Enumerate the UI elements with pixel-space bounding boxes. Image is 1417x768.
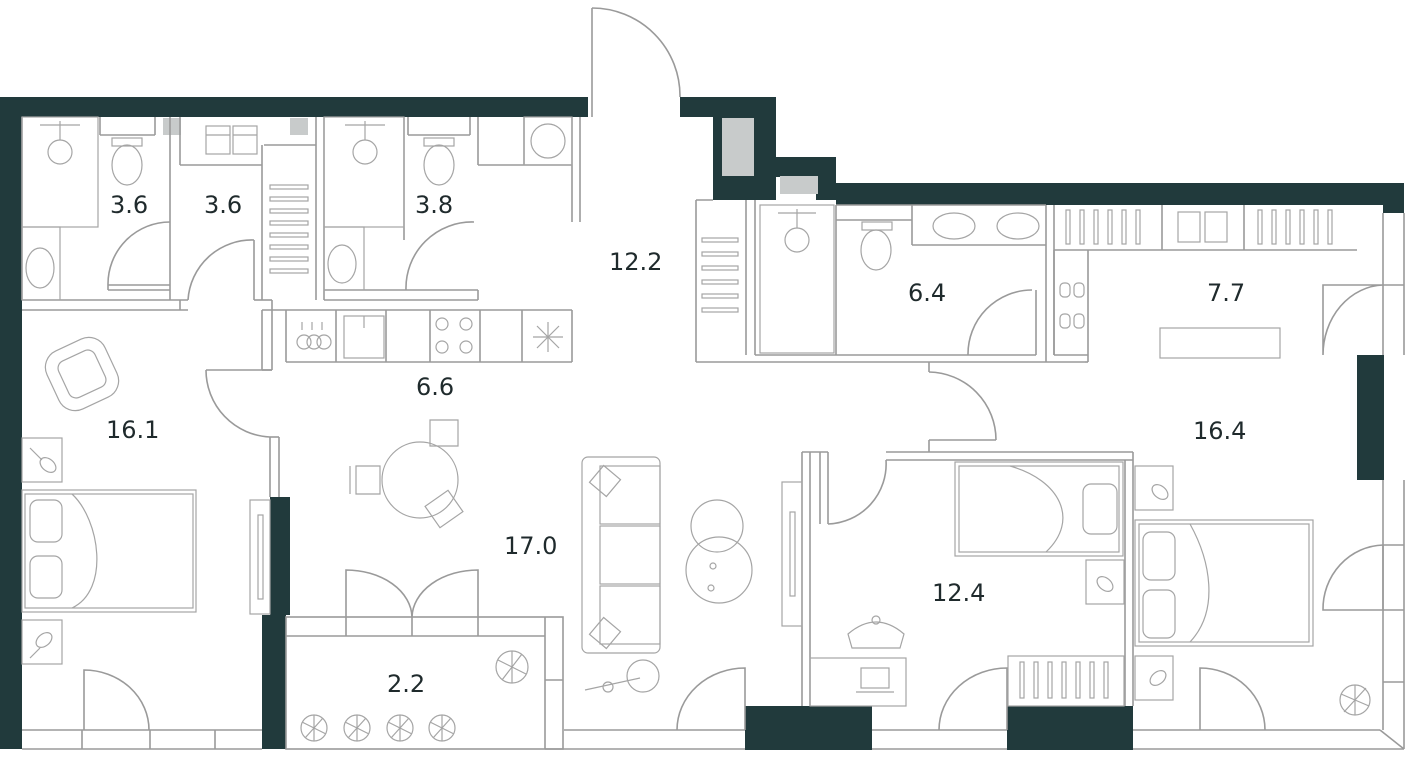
- area-bedroom-master: 16.4: [1193, 417, 1246, 445]
- stove-icon: [435, 317, 473, 354]
- nightstand-lamp-icon: [1134, 655, 1174, 701]
- radiator-icon: [1007, 655, 1125, 707]
- area-bath-right: 6.4: [908, 279, 946, 307]
- bed-icon: [954, 461, 1124, 557]
- area-bedroom-left: 16.1: [106, 416, 159, 444]
- radiator-icon: [701, 237, 739, 313]
- sink-icon: [21, 226, 61, 301]
- nightstand-lamp-icon: [21, 619, 63, 665]
- shower-icon: [323, 116, 405, 228]
- laptop-icon: [856, 667, 894, 693]
- desk-icon: [809, 615, 907, 707]
- door-arc-icon: [83, 7, 1384, 731]
- toilet-icon: [860, 221, 893, 271]
- area-bath-left: 3.6: [110, 191, 148, 219]
- area-labels: 3.6 3.6 3.8 12.2 6.4 7.7 6.6 16.1 17.0 1…: [106, 191, 1246, 698]
- area-wardrobe-left: 3.6: [204, 191, 242, 219]
- bed-icon: [21, 489, 197, 613]
- nightstand-lamp-icon: [1134, 465, 1174, 511]
- washing-machine-icon: [523, 116, 573, 166]
- shower-icon: [759, 204, 835, 354]
- dining-table-icon: [381, 441, 459, 519]
- area-kitchen: 6.6: [416, 373, 454, 401]
- floor-lamp-icon: [584, 659, 660, 693]
- dish-icon: [296, 322, 332, 350]
- plant-icon: [495, 650, 529, 684]
- sofa-icon: [581, 456, 661, 654]
- tv-icon: [249, 499, 271, 615]
- toilet-icon: [111, 137, 143, 186]
- area-bedroom-child: 12.4: [932, 579, 985, 607]
- area-hall: 12.2: [609, 248, 662, 276]
- chair-icon: [349, 419, 464, 529]
- radiator-icon: [1065, 209, 1333, 245]
- shirt-icon: [205, 125, 258, 155]
- slippers-icon: [1059, 282, 1085, 329]
- round-table-icon: [685, 499, 753, 604]
- bed-icon: [1134, 519, 1314, 647]
- sink-icon: [323, 226, 365, 291]
- armchair-icon: [44, 336, 120, 412]
- window-glass: [163, 118, 818, 194]
- sink-icon: [343, 315, 385, 359]
- shower-icon: [21, 116, 99, 228]
- tv-icon: [781, 481, 803, 627]
- toilet-icon: [423, 137, 455, 186]
- area-living: 17.0: [504, 532, 557, 560]
- sink-icon: [932, 212, 1040, 240]
- area-balcony: 2.2: [387, 670, 425, 698]
- radiator-icon: [269, 184, 309, 274]
- shirt-icon: [1177, 211, 1228, 243]
- area-wardrobe-right: 7.7: [1207, 279, 1245, 307]
- nightstand-lamp-icon: [21, 437, 63, 483]
- nightstand-lamp-icon: [1085, 559, 1125, 605]
- area-bath-mid: 3.8: [415, 191, 453, 219]
- bench-icon: [1159, 327, 1281, 359]
- plant-icon: [300, 684, 1371, 742]
- fridge-icon: [533, 322, 563, 352]
